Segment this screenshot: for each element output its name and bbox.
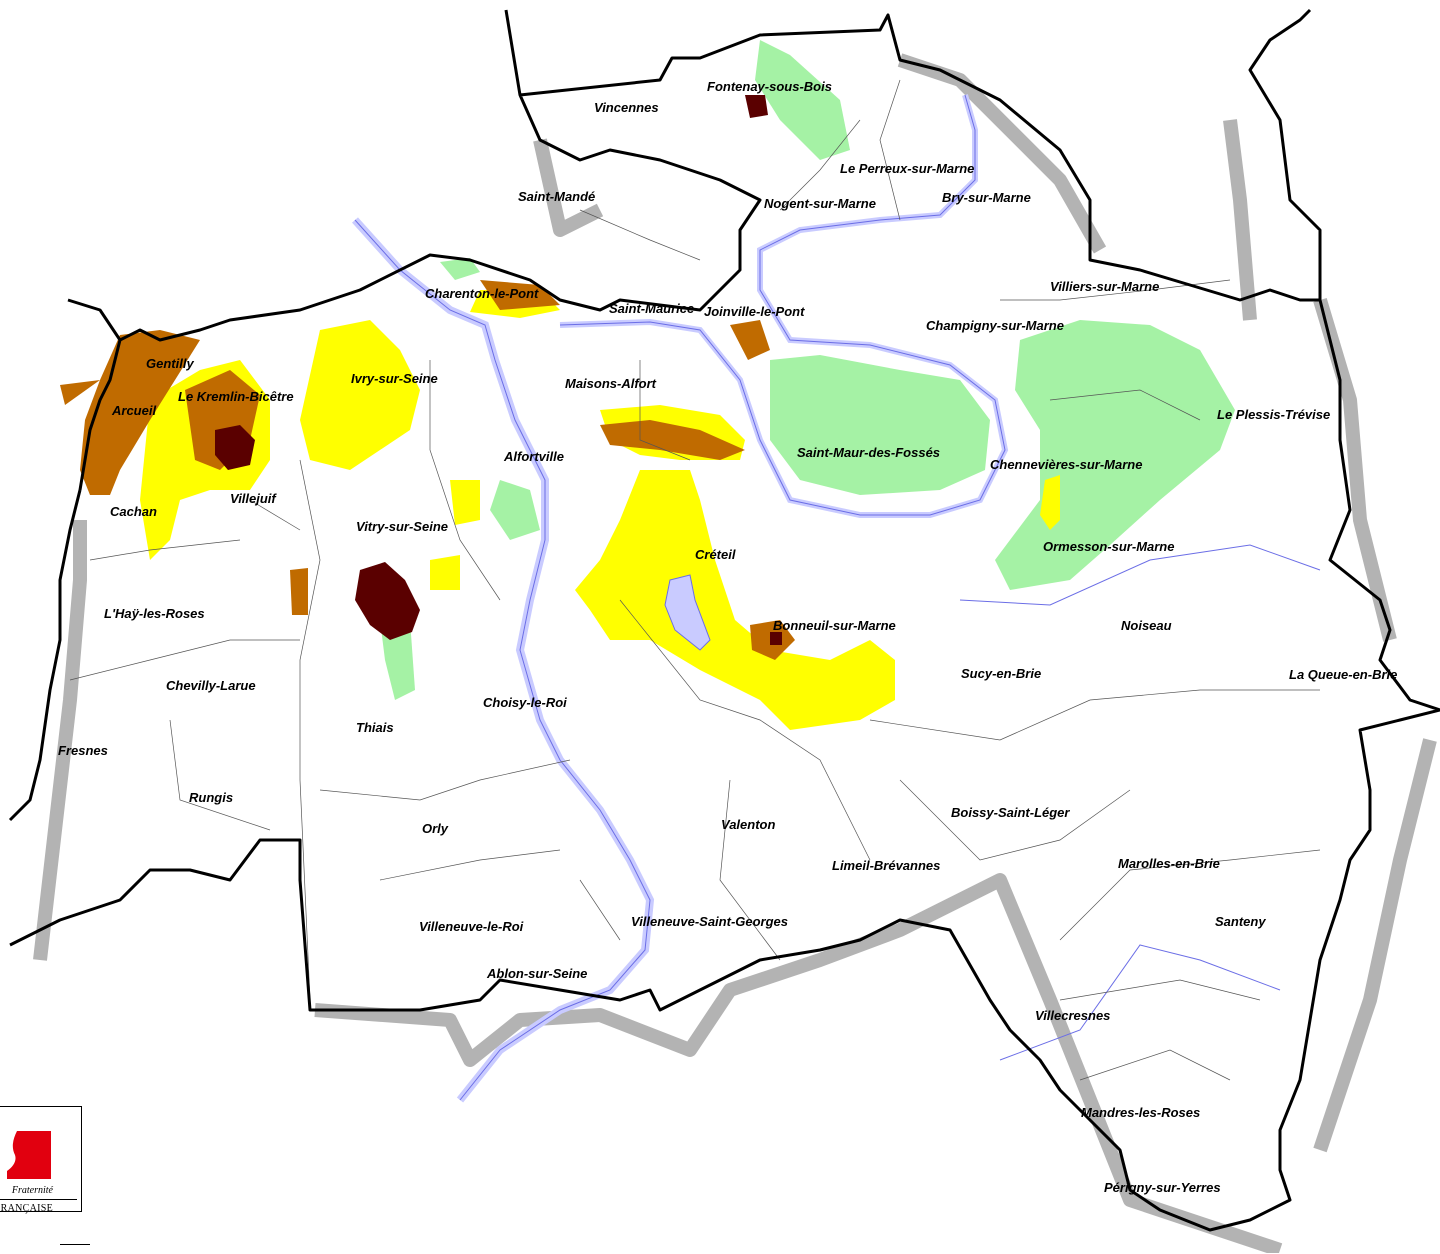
orange-zones [60,280,795,660]
commune-label: Thiais [356,720,394,735]
commune-label: Bonneuil-sur-Marne [773,618,896,633]
commune-label: Ablon-sur-Seine [486,966,587,981]
commune-labels: Vincennes Fontenay-sous-Bois Saint-Mandé… [58,79,1397,1195]
commune-label: Maisons-Alfort [565,376,657,391]
commune-label: Joinville-le-Pont [704,304,805,319]
commune-label: Villecresnes [1035,1008,1110,1023]
commune-label: Orly [422,821,449,836]
commune-label: Villeneuve-le-Roi [419,919,524,934]
commune-label: Arcueil [111,403,156,418]
darkred-zones [215,95,782,645]
logo-country-name: RANÇAISE [0,1203,53,1214]
commune-label: Fresnes [58,743,108,758]
commune-label: Alfortville [503,449,564,464]
commune-label: Gentilly [146,356,194,371]
commune-label: Saint-Mandé [518,189,595,204]
outline-shadow [33,53,1437,1253]
commune-label: Le Plessis-Trévise [1217,407,1330,422]
commune-label: Fontenay-sous-Bois [707,79,832,94]
commune-label: Mandres-les-Roses [1081,1105,1200,1120]
commune-label: Vincennes [594,100,659,115]
commune-label: Noiseau [1121,618,1172,633]
commune-label: Saint-Maurice [609,301,694,316]
logo-motto: Fraternité [11,1185,53,1196]
commune-label: Villiers-sur-Marne [1050,279,1159,294]
department-outline [8,8,1440,1232]
commune-label: Valenton [721,817,775,832]
commune-label: Limeil-Brévannes [832,858,940,873]
commune-label: La Queue-en-Brie [1289,667,1397,682]
marianne-flag-icon [7,1131,51,1179]
commune-label: Le Kremlin-Bicêtre [178,389,294,404]
commune-label: Périgny-sur-Yerres [1104,1180,1221,1195]
green-zones [380,40,1235,700]
commune-label: Bry-sur-Marne [942,190,1031,205]
commune-label: Rungis [189,790,233,805]
commune-label: Nogent-sur-Marne [764,196,876,211]
commune-label: Ormesson-sur-Marne [1043,539,1174,554]
commune-label: Chennevières-sur-Marne [990,457,1142,472]
rivers [352,94,1321,1103]
commune-label: Cachan [110,504,157,519]
lake-creteil [664,574,711,651]
logo-divider [0,1199,77,1200]
commune-label: Créteil [695,547,736,562]
commune-label: Saint-Maur-des-Fossés [797,445,940,460]
commune-label: L'Haÿ-les-Roses [104,606,205,621]
commune-label: Chevilly-Larue [166,678,256,693]
commune-label: Sucy-en-Brie [961,666,1041,681]
commune-label: Villejuif [230,491,277,506]
commune-label: Le Perreux-sur-Marne [840,161,974,176]
commune-label: Charenton-le-Pont [425,286,539,301]
commune-label: Marolles-en-Brie [1118,856,1220,871]
commune-boundaries [69,79,1321,1081]
commune-label: Villeneuve-Saint-Georges [631,914,788,929]
commune-label: Ivry-sur-Seine [351,371,438,386]
commune-label: Vitry-sur-Seine [356,519,448,534]
commune-label: Boissy-Saint-Léger [951,805,1070,820]
commune-label: Santeny [1215,914,1266,929]
logo-footer-rule [60,1244,90,1254]
commune-label: Champigny-sur-Marne [926,318,1064,333]
republic-logo: Fraternité RANÇAISE [0,1106,82,1214]
commune-label: Choisy-le-Roi [483,695,567,710]
